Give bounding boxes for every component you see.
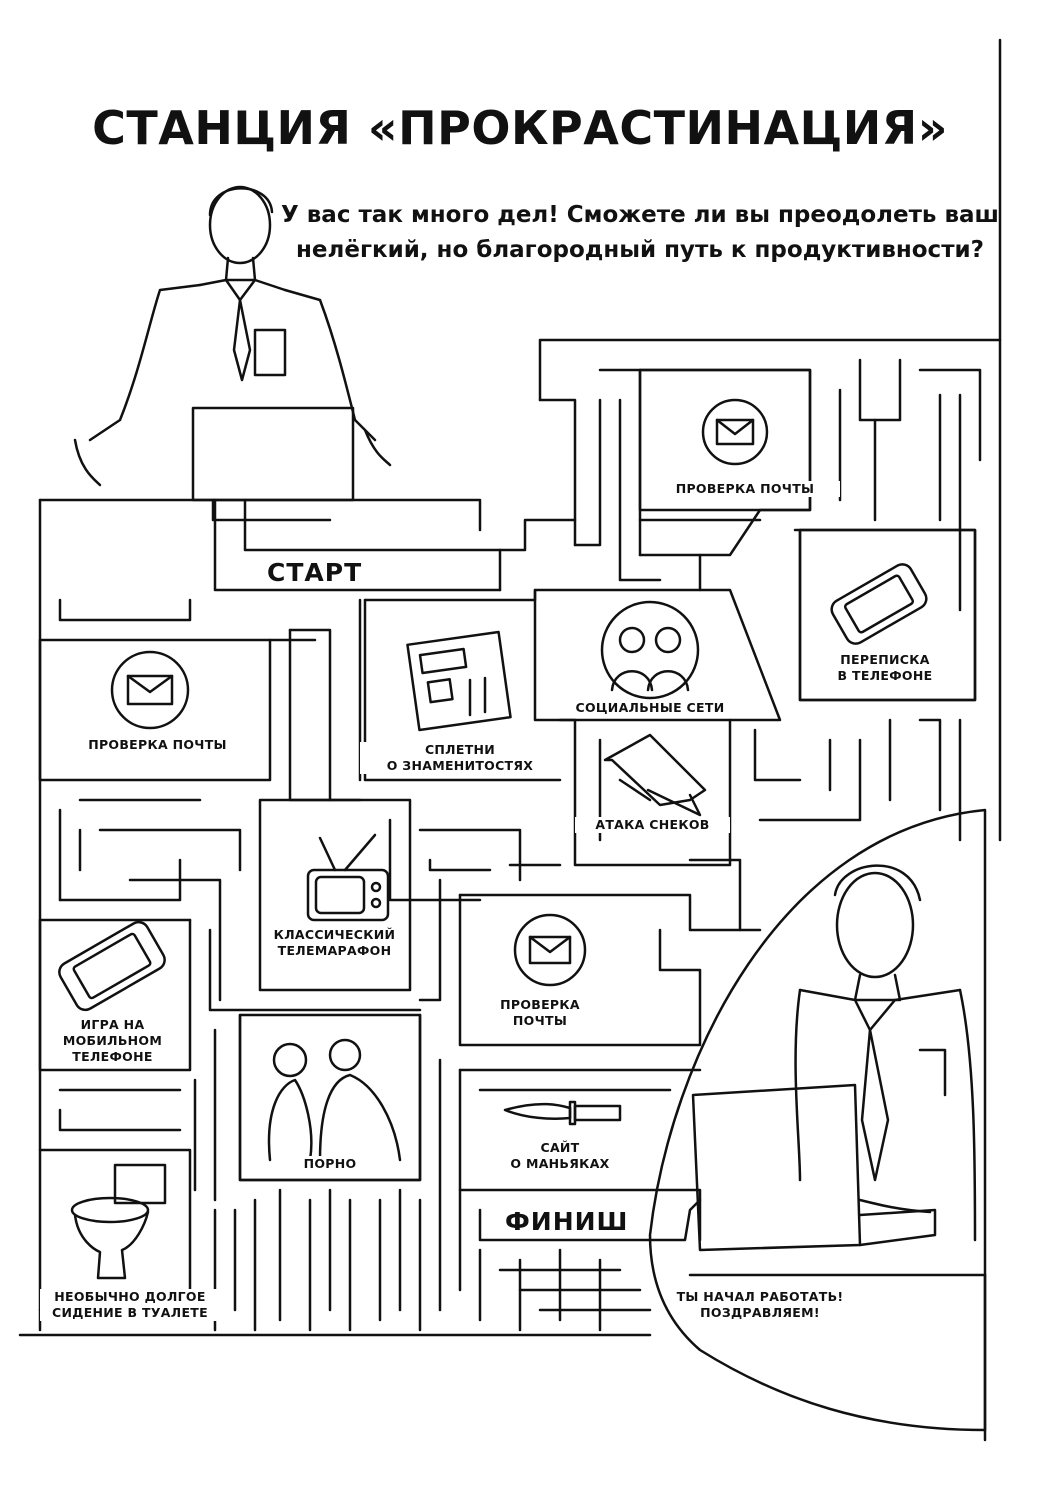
station-frames: [240, 370, 975, 1180]
finish-congrats: ТЫ НАЧАЛ РАБОТАТЬ! ПОЗДРАВЛЯЕМ!: [676, 1289, 844, 1320]
station-social: СОЦИАЛЬНЫЕ СЕТИ: [545, 700, 755, 716]
people-icon: [602, 602, 698, 698]
envelope-icon: [703, 400, 767, 464]
station-mail-top: ПРОВЕРКА ПОЧТЫ: [650, 481, 840, 497]
station-gossip: СПЛЕТНИ О ЗНАМЕНИТОСТЯХ: [360, 742, 560, 774]
station-tv: КЛАССИЧЕСКИЙ ТЕЛЕМАРАФОН: [262, 927, 407, 959]
envelope-icon: [515, 915, 585, 985]
page-title: СТАНЦИЯ «ПРОКРАСТИНАЦИЯ»: [92, 101, 948, 155]
man-figure-icon: [796, 866, 975, 1240]
magazine-icon: [407, 632, 510, 730]
station-mail-left: ПРОВЕРКА ПОЧТЫ: [55, 737, 260, 753]
laptop-icon: [690, 1085, 985, 1275]
intro-text: У вас так много дел! Сможете ли вы преод…: [281, 202, 999, 263]
station-toilet: НЕОБЫЧНО ДОЛГОЕ СИДЕНИЕ В ТУАЛЕТЕ: [40, 1289, 220, 1321]
smartphone-icon: [828, 561, 930, 648]
station-mobile-game: ИГРА НА МОБИЛЬНОМ ТЕЛЕФОНЕ: [45, 1017, 180, 1065]
laptop-icon: [193, 408, 353, 520]
finish-label: ФИНИШ: [505, 1207, 629, 1236]
station-snacks: АТАКА СНЕКОВ: [575, 817, 730, 833]
snack-bag-icon: [605, 735, 705, 815]
envelope-icon: [112, 652, 188, 728]
station-phone-chat: ПЕРЕПИСКА В ТЕЛЕФОНЕ: [810, 652, 960, 684]
station-mail-middle: ПРОВЕРКА ПОЧТЫ: [480, 997, 600, 1029]
couple-photo-icon: [269, 1040, 400, 1160]
finish-bubble: [650, 810, 985, 1430]
start-label: СТАРТ: [267, 558, 363, 587]
station-maniac: САЙТ О МАНЬЯКАХ: [490, 1140, 630, 1172]
tv-icon: [308, 835, 388, 920]
man-figure-icon: [75, 187, 390, 485]
knife-icon: [505, 1102, 620, 1124]
station-porn: ПОРНО: [285, 1156, 375, 1172]
toilet-icon: [72, 1165, 165, 1278]
maze-walls: [40, 340, 1000, 1330]
smartphone-icon: [56, 918, 169, 1013]
